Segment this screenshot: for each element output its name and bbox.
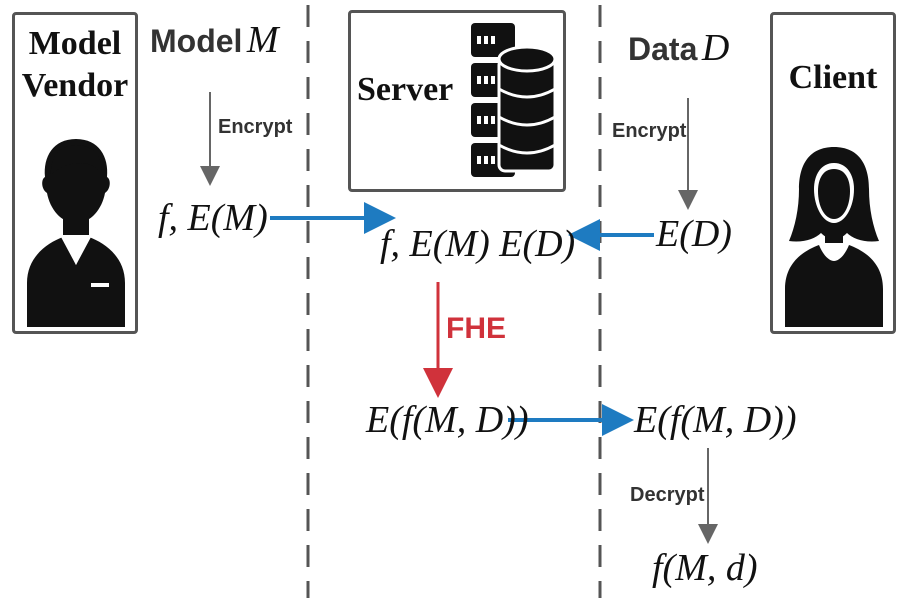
model-vendor-box: Model Vendor [12, 12, 138, 334]
encrypt-label-right: Encrypt [612, 120, 687, 142]
data-var: D [701, 27, 730, 69]
server-output-expression: E(f(M, D)) [366, 399, 529, 441]
client-box: Client [770, 12, 896, 334]
model-var: M [246, 19, 279, 61]
vendor-title-line1: Model [28, 25, 122, 62]
server-database-icon [471, 23, 557, 177]
model-header: Model M [150, 18, 279, 62]
decrypt-label: Decrypt [630, 484, 705, 506]
server-title: Server [357, 71, 454, 108]
fhe-label: FHE [446, 312, 506, 345]
vendor-output-expression: f, E(M) [158, 197, 268, 239]
vendor-title-line2: Vendor [21, 67, 129, 104]
client-output-expression: E(D) [656, 213, 732, 255]
server-box: Server [348, 10, 566, 192]
encrypt-label-left: Encrypt [218, 116, 293, 138]
male-user-icon [27, 139, 125, 327]
client-title: Client [788, 59, 878, 96]
server-input-expression: f, E(M) E(D) [380, 223, 576, 265]
model-word: Model [150, 23, 243, 59]
data-word: Data [628, 31, 698, 67]
result-expression: f(M, d) [652, 547, 758, 589]
client-received-expression: E(f(M, D)) [634, 399, 797, 441]
data-header: Data D [628, 26, 729, 70]
female-user-icon [785, 147, 883, 327]
